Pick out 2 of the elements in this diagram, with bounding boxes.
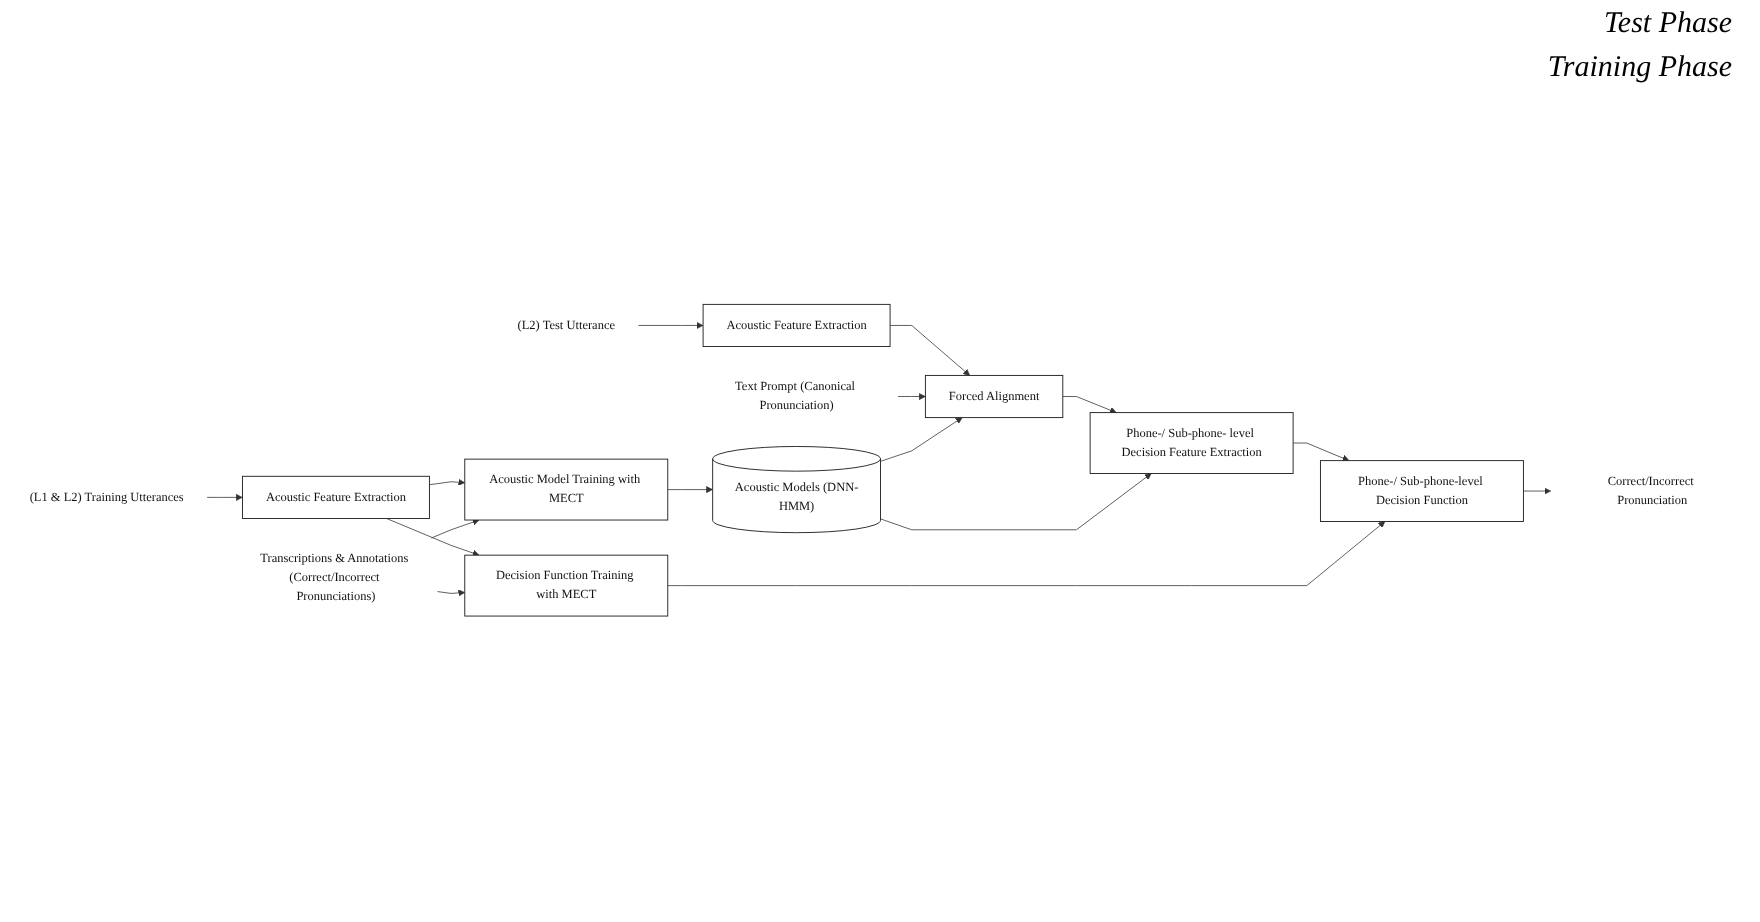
phase-label: Test Phase (1603, 8, 1732, 42)
phase-label: Training Phase (1547, 52, 1732, 86)
